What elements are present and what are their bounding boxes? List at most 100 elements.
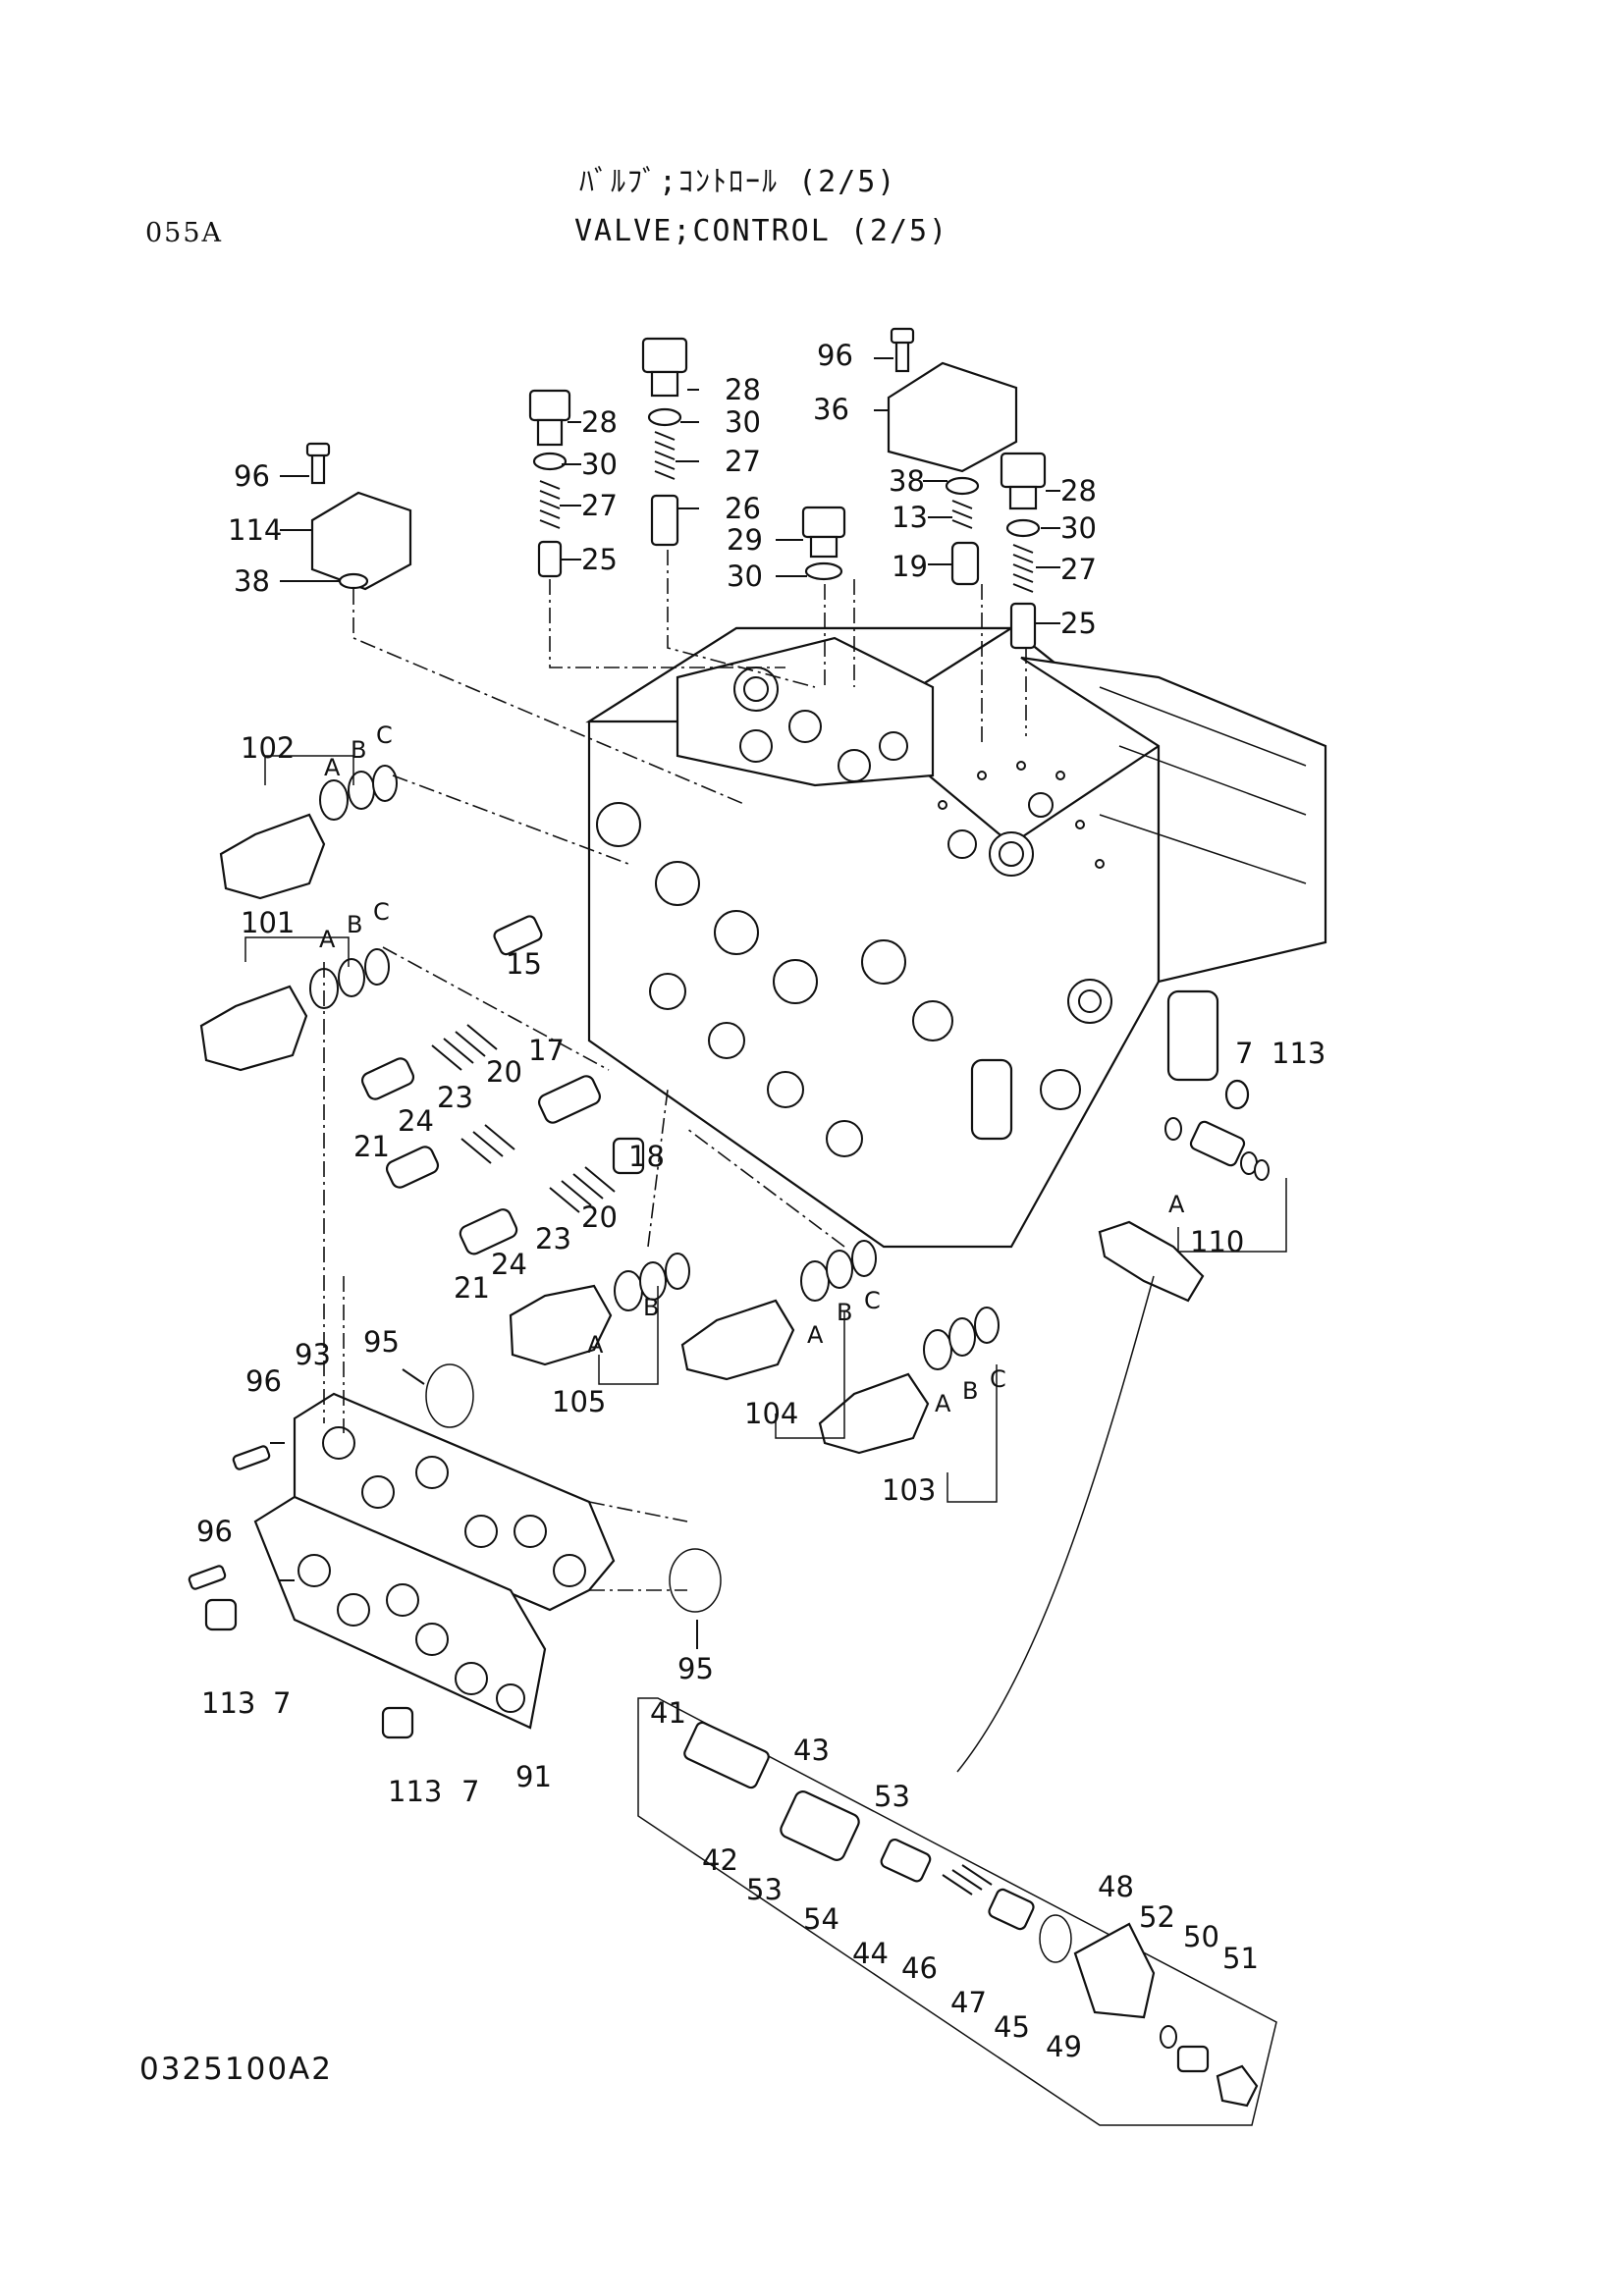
ring-label-c-104: C bbox=[864, 1287, 881, 1314]
callout-96-left: 96 bbox=[234, 459, 270, 493]
ring-label-a-105: A bbox=[587, 1331, 604, 1359]
callout-114: 114 bbox=[228, 513, 282, 547]
callout-53-upper: 53 bbox=[874, 1780, 910, 1813]
callout-labels: 96 36 38 13 19 28 30 27 26 29 30 28 30 2… bbox=[196, 339, 1325, 2063]
callout-113-left: 113 bbox=[201, 1686, 255, 1720]
callout-54: 54 bbox=[803, 1902, 839, 1936]
callout-24-upper: 24 bbox=[398, 1104, 434, 1138]
callout-93: 93 bbox=[295, 1338, 331, 1371]
top-plug-29 bbox=[801, 506, 846, 581]
callout-102: 102 bbox=[241, 731, 295, 765]
ring-label-b-104: B bbox=[837, 1299, 852, 1326]
ring-label-b-105: B bbox=[643, 1294, 659, 1321]
callout-48: 48 bbox=[1098, 1870, 1134, 1903]
callout-27-right: 27 bbox=[1060, 553, 1097, 586]
callout-103: 103 bbox=[882, 1473, 936, 1507]
callout-113-bottom: 113 bbox=[388, 1775, 442, 1808]
top-plug-stack-center bbox=[641, 337, 688, 547]
cover-114-assembly bbox=[305, 442, 412, 591]
callout-24-lower: 24 bbox=[491, 1248, 527, 1281]
sheet-code: 055A bbox=[145, 218, 224, 248]
callout-51: 51 bbox=[1222, 1942, 1259, 1975]
ring-label-c-102: C bbox=[376, 721, 393, 749]
callout-25-left: 25 bbox=[581, 543, 618, 576]
callout-7-right: 7 bbox=[1235, 1037, 1253, 1070]
drawing-number: 0325100A2 bbox=[139, 2052, 333, 2087]
o-ring-95-top bbox=[425, 1363, 474, 1428]
callout-50: 50 bbox=[1183, 1920, 1219, 1953]
callout-95-top: 95 bbox=[363, 1325, 400, 1359]
callout-38-left: 38 bbox=[234, 564, 270, 598]
relief-valve-105 bbox=[509, 1253, 690, 1366]
top-plug-stack-left bbox=[528, 389, 571, 578]
callout-25-right: 25 bbox=[1060, 607, 1097, 640]
relief-valve-103 bbox=[818, 1307, 1000, 1455]
callout-27-left: 27 bbox=[581, 489, 618, 522]
callout-30-center: 30 bbox=[725, 405, 761, 439]
callout-47: 47 bbox=[950, 1986, 987, 2019]
leader-lines bbox=[244, 357, 1287, 1649]
callout-7-bottom: 7 bbox=[461, 1775, 479, 1808]
callout-17: 17 bbox=[528, 1034, 565, 1067]
callout-96-top: 96 bbox=[817, 339, 853, 372]
callout-101: 101 bbox=[241, 906, 295, 939]
callout-38-top: 38 bbox=[889, 464, 925, 498]
ring-label-a-103: A bbox=[935, 1390, 951, 1417]
callout-46: 46 bbox=[901, 1951, 938, 1985]
callout-49: 49 bbox=[1046, 2030, 1082, 2063]
ring-label-a-102: A bbox=[324, 754, 341, 781]
callout-42: 42 bbox=[702, 1843, 738, 1877]
callout-19: 19 bbox=[892, 550, 928, 583]
spool-springs-left bbox=[360, 915, 645, 1255]
callout-23-upper: 23 bbox=[437, 1081, 473, 1114]
ring-label-c-101: C bbox=[373, 898, 390, 926]
ring-letter-labels: A B C A B C A B A B C A B C A bbox=[319, 721, 1185, 1417]
callout-95-right: 95 bbox=[677, 1652, 714, 1685]
title-english: VALVE;CONTROL (2/5) bbox=[574, 214, 949, 248]
ring-label-a-110: A bbox=[1168, 1191, 1185, 1218]
relief-valve-102 bbox=[219, 765, 398, 900]
callout-27-center: 27 bbox=[725, 445, 761, 478]
callout-52: 52 bbox=[1139, 1900, 1175, 1934]
ring-label-a-104: A bbox=[807, 1321, 824, 1349]
callout-7-left: 7 bbox=[273, 1686, 291, 1720]
valve-body bbox=[585, 626, 1327, 1249]
callout-96-plate-upper: 96 bbox=[245, 1364, 282, 1398]
title-japanese: ﾊﾞﾙﾌﾞ;ｺﾝﾄﾛｰﾙ (2/5) bbox=[579, 165, 897, 199]
cover-36-assembly bbox=[887, 327, 1018, 586]
ring-label-b-103: B bbox=[962, 1377, 978, 1405]
callout-45: 45 bbox=[994, 2010, 1030, 2044]
callout-30-mid: 30 bbox=[727, 560, 763, 593]
callout-30-right: 30 bbox=[1060, 511, 1097, 545]
callout-18: 18 bbox=[628, 1140, 665, 1173]
ring-label-b-101: B bbox=[347, 911, 362, 938]
top-plug-stack-right bbox=[1000, 452, 1047, 650]
callout-20-lower: 20 bbox=[581, 1201, 618, 1234]
ring-label-a-101: A bbox=[319, 926, 336, 953]
detail-frame bbox=[637, 1275, 1277, 2126]
callout-113-right: 113 bbox=[1271, 1037, 1325, 1070]
callout-13: 13 bbox=[892, 501, 928, 534]
callout-104: 104 bbox=[744, 1397, 798, 1430]
callout-21-lower: 21 bbox=[454, 1271, 490, 1305]
callout-53-lower: 53 bbox=[746, 1873, 783, 1906]
callout-20-upper: 20 bbox=[486, 1055, 522, 1089]
callout-91: 91 bbox=[515, 1760, 552, 1793]
end-plate-91 bbox=[188, 1495, 547, 1739]
ring-label-c-103: C bbox=[990, 1365, 1006, 1393]
end-plate-93 bbox=[232, 1392, 616, 1612]
callout-21-upper: 21 bbox=[353, 1130, 390, 1163]
callout-110: 110 bbox=[1190, 1225, 1244, 1258]
callout-30-left: 30 bbox=[581, 448, 618, 481]
callout-96-plate-lower: 96 bbox=[196, 1515, 233, 1548]
o-ring-95-right bbox=[669, 1548, 722, 1613]
cartridge-assembly bbox=[683, 1721, 1259, 2108]
callout-26: 26 bbox=[725, 492, 761, 525]
callout-28-center: 28 bbox=[725, 373, 761, 406]
callout-36: 36 bbox=[813, 393, 849, 426]
check-valve-110 bbox=[1098, 1079, 1270, 1303]
callout-28-left: 28 bbox=[581, 405, 618, 439]
callout-28-right: 28 bbox=[1060, 474, 1097, 507]
relief-valve-104 bbox=[680, 1240, 877, 1381]
